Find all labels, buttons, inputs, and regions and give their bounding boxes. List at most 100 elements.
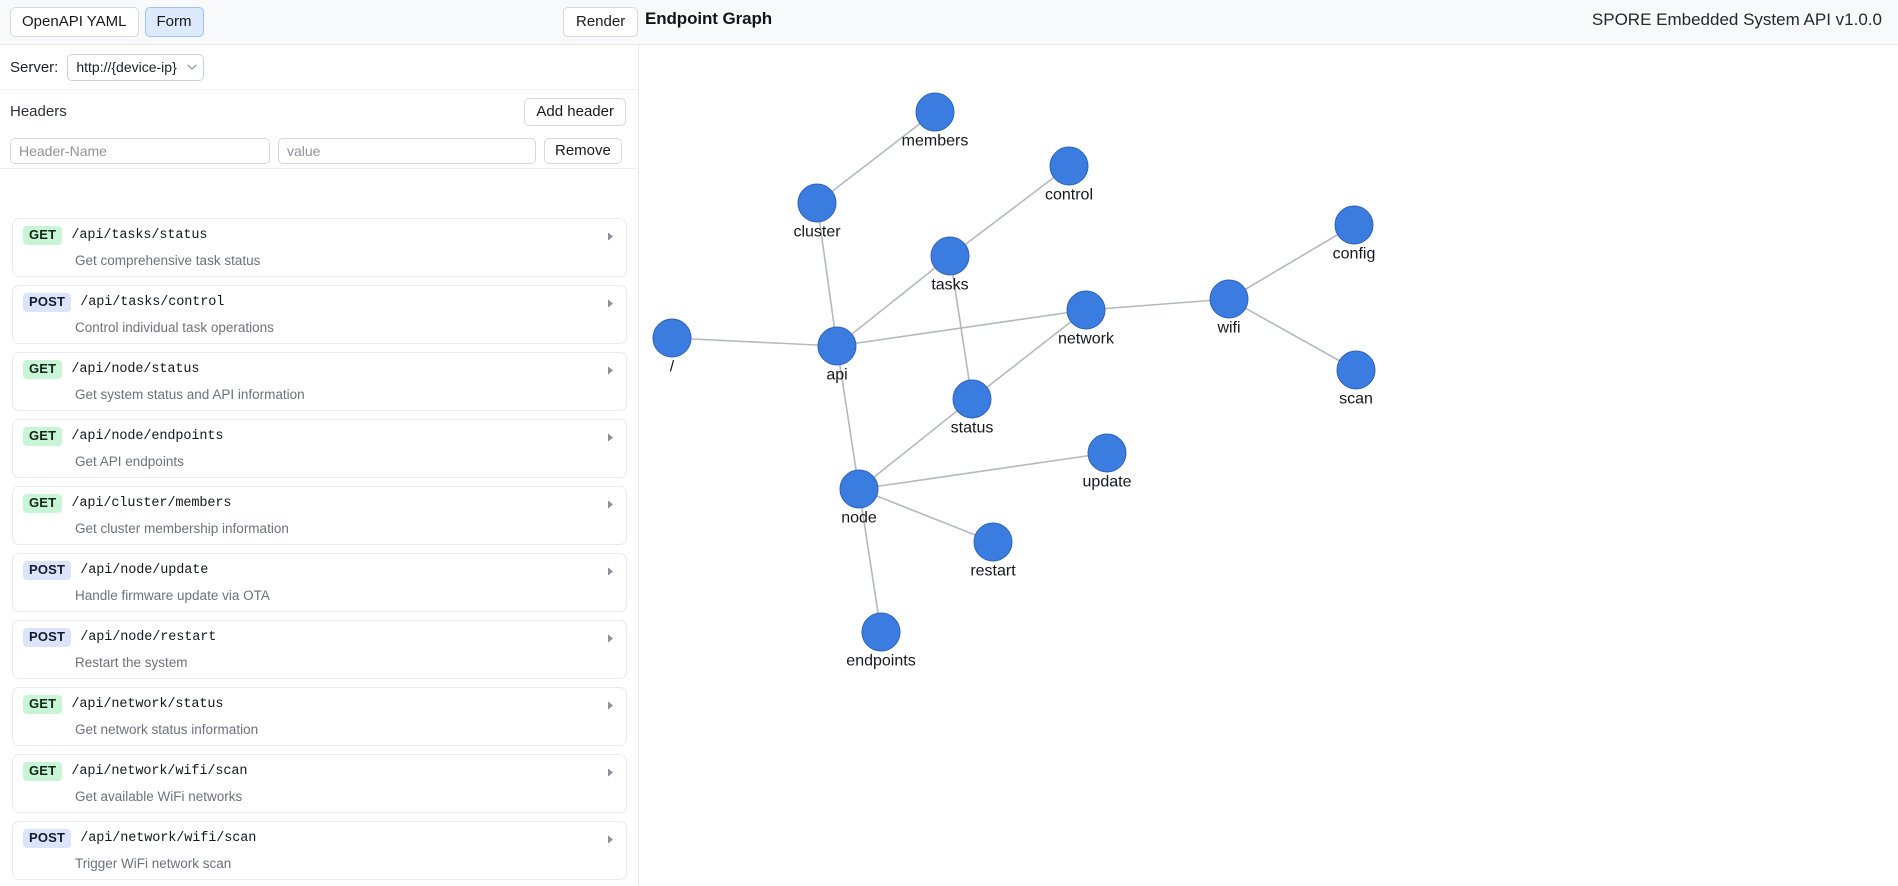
endpoint-description: Trigger WiFi network scan [75, 856, 232, 872]
expand-triangle-icon[interactable] [606, 767, 615, 778]
header-name-input[interactable] [10, 137, 270, 164]
graph-edge [836, 255, 951, 347]
graph-node-label: status [951, 419, 994, 436]
graph-node-circle[interactable] [1336, 350, 1376, 390]
tab-openapi-yaml[interactable]: OpenAPI YAML [10, 7, 139, 38]
graph-node-status[interactable]: status [951, 379, 994, 436]
server-row: Server: http://{device-ip} [0, 45, 638, 90]
graph-node-circle[interactable] [1087, 433, 1127, 473]
expand-triangle-icon[interactable] [606, 633, 615, 644]
graph-edge [816, 111, 936, 204]
graph-node-circle[interactable] [930, 236, 970, 276]
endpoint-header: GET/api/network/wifi/scan [23, 762, 616, 782]
add-header-button[interactable]: Add header [524, 98, 626, 126]
endpoint-description: Restart the system [75, 655, 188, 671]
endpoint-method-badge: POST [23, 293, 72, 313]
graph-node-label: config [1333, 245, 1376, 262]
left-form-pane: Server: http://{device-ip} Headers Add h… [0, 45, 639, 886]
graph-edge [858, 488, 994, 543]
graph-panel-title: Endpoint Graph [645, 9, 773, 28]
render-button[interactable]: Render [563, 7, 639, 38]
endpoint-header: POST/api/node/restart [23, 628, 616, 648]
endpoint-path: /api/node/update [80, 563, 209, 579]
graph-node-circle[interactable] [973, 522, 1013, 562]
server-select[interactable]: http://{device-ip} [67, 53, 205, 81]
graph-node-label: update [1083, 473, 1132, 490]
expand-triangle-icon[interactable] [606, 432, 615, 443]
graph-node-api[interactable]: api [817, 326, 857, 383]
graph-node-label: network [1058, 330, 1115, 347]
endpoint-description: Get network status information [75, 722, 259, 738]
graph-edge [836, 309, 1087, 347]
endpoint-method-badge: GET [23, 226, 63, 246]
graph-node-label: endpoints [846, 652, 915, 669]
graph-node-circle[interactable] [1066, 290, 1106, 330]
expand-triangle-icon[interactable] [606, 365, 615, 376]
endpoint-header: GET/api/tasks/status [23, 226, 616, 246]
graph-node-config[interactable]: config [1333, 205, 1376, 262]
graph-edge [949, 165, 1070, 257]
expand-triangle-icon[interactable] [606, 298, 615, 309]
graph-node-root[interactable]: / [652, 318, 692, 375]
graph-node-circle[interactable] [952, 379, 992, 419]
expand-triangle-icon[interactable] [606, 499, 615, 510]
endpoint-description: Handle firmware update via OTA [75, 588, 270, 604]
graph-node-circle[interactable] [1334, 205, 1374, 245]
server-label: Server: [10, 58, 59, 76]
endpoint-header: POST/api/network/wifi/scan [23, 829, 616, 849]
graph-node-label: cluster [793, 223, 841, 240]
graph-node-circle[interactable] [839, 469, 879, 509]
graph-node-circle[interactable] [1049, 146, 1089, 186]
header-value-input[interactable] [278, 137, 536, 164]
graph-edge [858, 452, 1108, 490]
graph-node-scan[interactable]: scan [1336, 350, 1376, 407]
graph-node-update[interactable]: update [1083, 433, 1132, 490]
expand-triangle-icon[interactable] [606, 834, 615, 845]
endpoint-header: GET/api/node/endpoints [23, 427, 616, 447]
headers-label: Headers [10, 103, 67, 120]
expand-triangle-icon[interactable] [606, 231, 615, 242]
graph-edge [816, 202, 838, 347]
graph-node-members[interactable]: members [902, 92, 969, 149]
graph-edge [1228, 298, 1357, 371]
graph-node-circle[interactable] [861, 612, 901, 652]
graph-node-endpoints[interactable]: endpoints [846, 612, 916, 669]
graph-node-circle[interactable] [652, 318, 692, 358]
endpoint-path: /api/tasks/control [80, 295, 225, 311]
graph-node-circle[interactable] [797, 183, 837, 223]
graph-node-wifi[interactable]: wifi [1209, 279, 1249, 336]
endpoint-method-badge: GET [23, 427, 63, 447]
graph-node-network[interactable]: network [1058, 290, 1115, 347]
graph-node-label: / [670, 358, 675, 375]
endpoint-method-badge: GET [23, 494, 63, 514]
graph-node-node[interactable]: node [839, 469, 879, 526]
tab-form[interactable]: Form [144, 7, 204, 38]
expand-triangle-icon[interactable] [606, 566, 615, 577]
graph-node-tasks[interactable]: tasks [930, 236, 970, 293]
graph-node-circle[interactable] [915, 92, 955, 132]
graph-node-circle[interactable] [1209, 279, 1249, 319]
graph-edge [1085, 298, 1230, 311]
graph-node-circle[interactable] [817, 326, 857, 366]
graph-node-cluster[interactable]: cluster [793, 183, 841, 240]
endpoint-method-badge: GET [23, 762, 63, 782]
endpoint-graph-pane[interactable]: members control cluster config tasks network w… [640, 45, 1898, 886]
endpoint-path: /api/node/status [71, 362, 200, 378]
graph-node-restart[interactable]: restart [970, 522, 1016, 579]
expand-triangle-icon[interactable] [606, 700, 615, 711]
endpoint-graph-svg[interactable]: members control cluster config tasks network w… [640, 45, 1898, 886]
graph-node-control[interactable]: control [1045, 146, 1093, 203]
remove-header-button[interactable]: Remove [544, 137, 622, 164]
